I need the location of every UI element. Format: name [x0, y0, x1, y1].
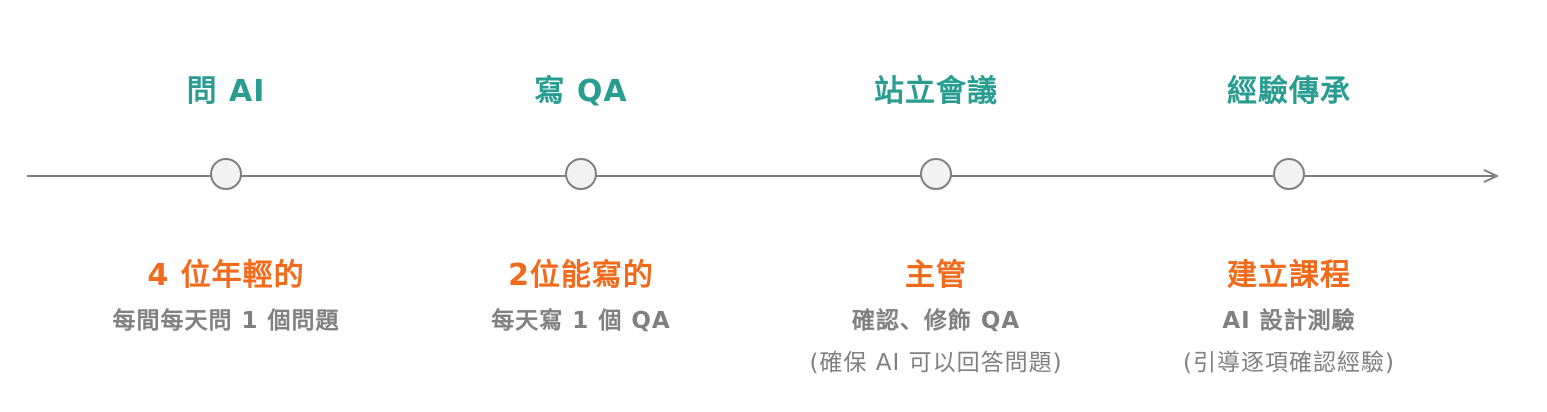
- actor-label: 建立課程: [1227, 258, 1351, 293]
- timeline-node: [565, 158, 597, 190]
- description-text: 確認、修飾 QA: [851, 308, 1021, 334]
- timeline-node: [920, 158, 952, 190]
- timeline-axis: [27, 175, 1495, 177]
- stage-description: 每間每天問 1 個問題: [46, 300, 406, 342]
- phase-title-write-qa: 寫 QA: [534, 74, 628, 109]
- stage-description: AI 設計測驗 (引導逐項確認經驗): [1109, 300, 1469, 384]
- actor-label: 4 位年輕的: [147, 258, 305, 293]
- description-text: 每天寫 1 個 QA: [491, 308, 671, 334]
- description-note: (引導逐項確認經驗): [1183, 350, 1395, 376]
- timeline-node: [210, 158, 242, 190]
- stage-description: 每天寫 1 個 QA: [401, 300, 761, 342]
- description-text: AI 設計測驗: [1222, 308, 1356, 334]
- phase-title-standup-meeting: 站立會議: [874, 74, 998, 109]
- description-text: 每間每天問 1 個問題: [112, 308, 340, 334]
- description-note: (確保 AI 可以回答問題): [809, 350, 1063, 376]
- actor-label: 主管: [905, 258, 967, 293]
- phase-title-knowledge-transfer: 經驗傳承: [1227, 74, 1351, 109]
- phase-title-ask-ai: 問 AI: [186, 74, 266, 109]
- stage-description: 確認、修飾 QA (確保 AI 可以回答問題): [756, 300, 1116, 384]
- timeline-node: [1273, 158, 1305, 190]
- actor-label: 2位能寫的: [508, 258, 654, 293]
- arrow-right-icon: [1483, 169, 1498, 183]
